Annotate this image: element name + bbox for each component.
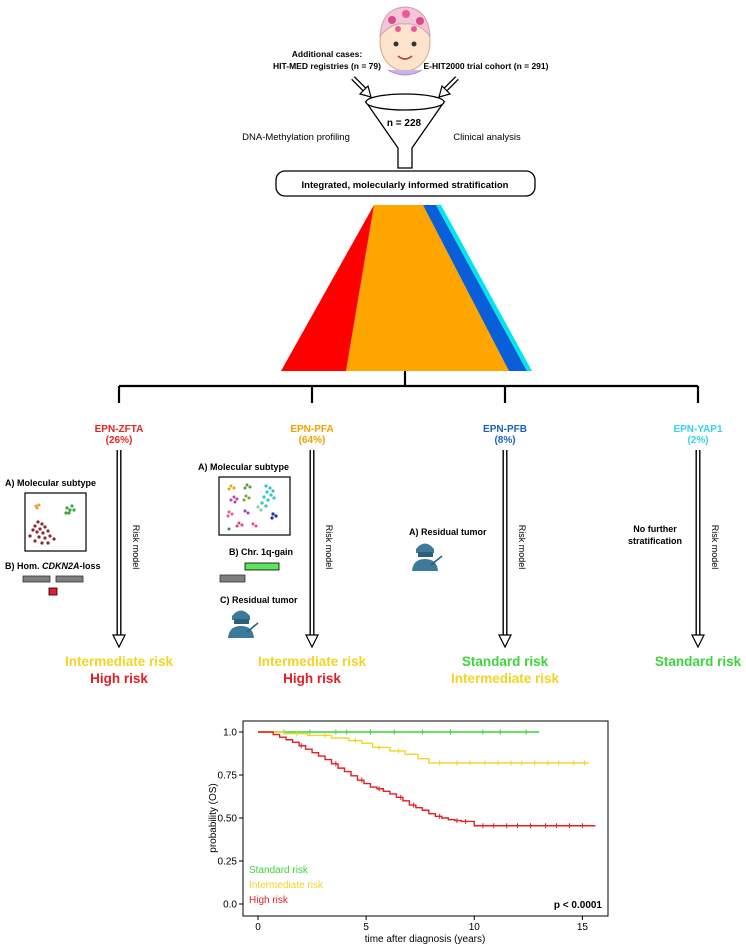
x-tick-label: 0 — [255, 922, 261, 933]
pfb-outcome-intermediate: Intermediate risk — [451, 671, 560, 686]
clinical-analysis-label: Clinical analysis — [453, 132, 521, 143]
pfa-outcome-intermediate: Intermediate risk — [258, 654, 367, 669]
yap1-no-further-label: No further — [633, 524, 677, 534]
group-percent-zfta: (26%) — [106, 435, 133, 446]
y-tick-label: 0.0 — [223, 900, 237, 911]
yap1-outcome-standard: Standard risk — [655, 654, 742, 669]
arrow-right-into-funnel — [438, 76, 459, 98]
y-tick-label: 1.0 — [223, 728, 237, 739]
funnel-n-label: n = 228 — [387, 118, 422, 129]
x-tick-label: 5 — [363, 922, 369, 933]
pfa-cluster-dots — [226, 483, 278, 531]
trial-cohort-label: E-HIT2000 trial cohort (n = 291) — [424, 61, 549, 71]
survival-chart: 0.0 0.25 0.50 0.75 1.0 0 5 10 15 probability (O… — [208, 720, 609, 945]
x-tick-label: 15 — [577, 922, 589, 933]
yap1-stratification-label: stratification — [628, 536, 682, 546]
zfta-deletion-marker — [48, 587, 58, 596]
y-axis-label: probability (OS) — [208, 783, 219, 852]
zfta-cdkn2a-label: B) Hom. CDKN2A-loss — [5, 561, 101, 571]
group-label-pfb: EPN-PFB — [483, 424, 527, 435]
pfb-outcome-standard: Standard risk — [462, 654, 549, 669]
chart-panel — [242, 720, 609, 917]
risk-model-arrows — [112, 450, 705, 649]
y-tick-label: 0.25 — [218, 857, 238, 868]
subgroup-proportion-pyramid — [281, 205, 532, 371]
additional-cases-label: Additional cases: — [292, 49, 363, 59]
risk-model-label-pfb: Risk model — [517, 525, 527, 570]
pfb-surgeon-icon — [412, 543, 443, 571]
group-percent-pfa: (64%) — [299, 435, 326, 446]
integrated-stratification-box — [275, 170, 536, 197]
zfta-outcome-intermediate: Intermediate risk — [65, 654, 174, 669]
group-label-pfa: EPN-PFA — [290, 424, 333, 435]
zfta-outcome-high: High risk — [90, 671, 148, 686]
pfa-chromosome-bar — [219, 574, 246, 583]
legend-standard-risk: Standard risk — [249, 865, 309, 876]
pfa-1q-gain-label: B) Chr. 1q-gain — [229, 547, 293, 557]
km-curve-intermediate-risk — [258, 731, 589, 764]
group-percent-yap1: (2%) — [687, 435, 708, 446]
x-axis-label: time after diagnosis (years) — [365, 934, 486, 945]
legend-high-risk: High risk — [249, 895, 289, 906]
hit-med-registries-label: HIT-MED registries (n = 79) — [273, 61, 381, 71]
funnel-icon — [364, 93, 446, 169]
pyramid-yap1-segment — [436, 205, 532, 371]
arrow-left-into-funnel — [351, 76, 372, 98]
km-curve-high-risk — [258, 731, 596, 827]
risk-model-label-zfta: Risk model — [131, 525, 141, 570]
legend-intermediate-risk: Intermediate risk — [249, 880, 324, 891]
integrated-stratification-label: Integrated, molecularly informed stratif… — [302, 180, 509, 191]
zfta-chromosome-bar-right — [55, 575, 84, 583]
zfta-molecular-subtype-label: A) Molecular subtype — [5, 478, 96, 488]
p-value-label: p < 0.0001 — [554, 900, 603, 911]
risk-model-label-yap1: Risk model — [710, 525, 720, 570]
pfa-surgeon-icon — [228, 610, 259, 638]
zfta-cluster-dots — [28, 503, 76, 545]
pfa-outcome-high: High risk — [283, 671, 341, 686]
group-label-zfta: EPN-ZFTA — [95, 424, 144, 435]
pfb-residual-tumor-label: A) Residual tumor — [409, 527, 487, 537]
pyramid-pfb-segment — [423, 205, 527, 371]
y-tick-label: 0.75 — [218, 771, 238, 782]
y-tick-label: 0.50 — [218, 814, 238, 825]
pyramid-zfta-segment — [281, 205, 374, 371]
group-label-yap1: EPN-YAP1 — [673, 424, 723, 435]
pfa-residual-tumor-label: C) Residual tumor — [220, 595, 298, 605]
child-head-icon — [379, 6, 431, 76]
x-tick-label: 10 — [469, 922, 481, 933]
zfta-chromosome-bar-left — [22, 575, 51, 583]
group-percent-pfb: (8%) — [494, 435, 515, 446]
pyramid-pfa-segment — [346, 205, 509, 371]
pfa-molecular-subtype-label: A) Molecular subtype — [198, 462, 289, 472]
pfa-1q-gain-bar — [244, 562, 280, 571]
dna-methylation-label: DNA-Methylation profiling — [242, 132, 350, 143]
stratification-tree — [117, 371, 700, 403]
risk-model-label-pfa: Risk model — [324, 525, 334, 570]
